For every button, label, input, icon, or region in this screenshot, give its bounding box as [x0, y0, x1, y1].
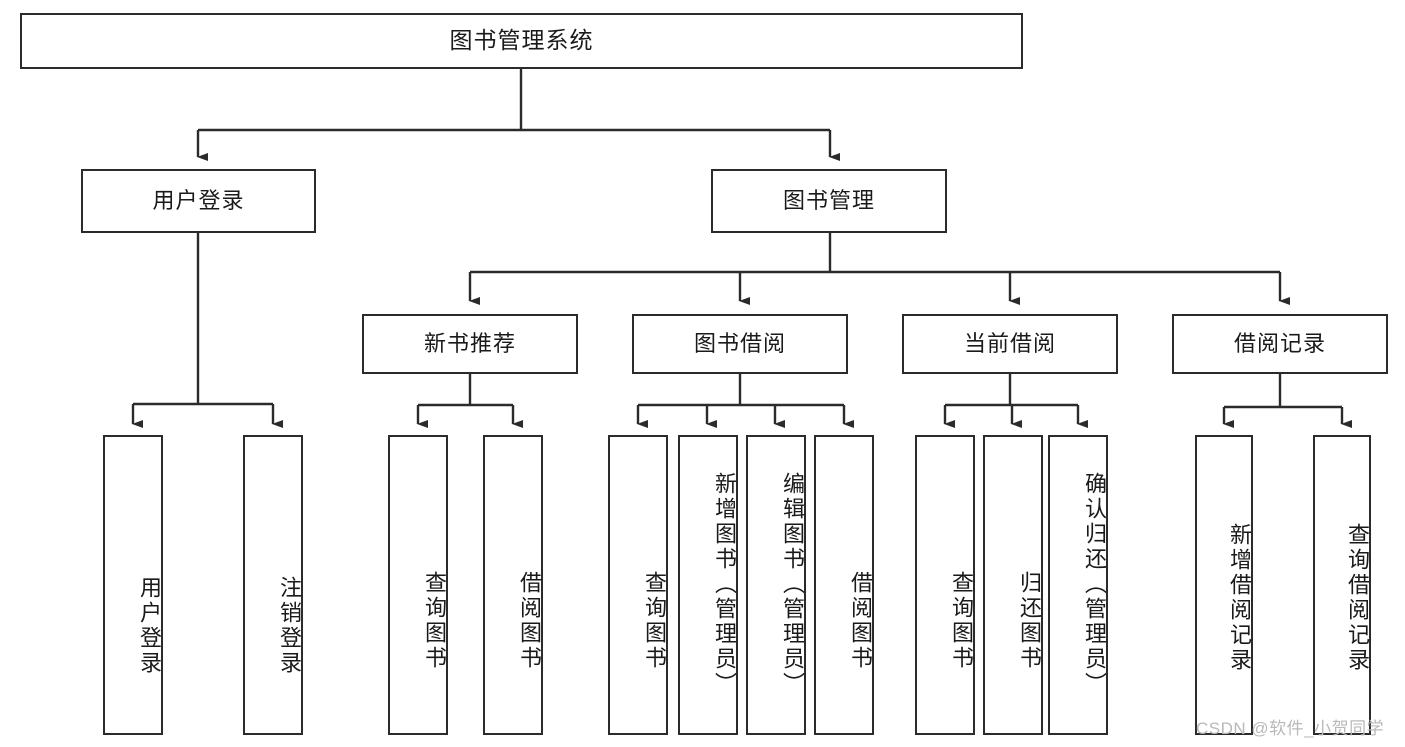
leaf-query-book-3[interactable]: 查询图书 — [915, 435, 975, 735]
node-borrow-record[interactable]: 借阅记录 — [1172, 314, 1388, 374]
leaf-edit-book[interactable]: 编辑图书（管理员） — [746, 435, 806, 735]
node-new-book-recommend[interactable]: 新书推荐 — [362, 314, 578, 374]
node-user-login[interactable]: 用户登录 — [81, 169, 316, 233]
leaf-return-book[interactable]: 归还图书 — [983, 435, 1043, 735]
csdn-watermark: CSDN @软件_小贺同学 — [1196, 719, 1385, 738]
leaf-confirm-return[interactable]: 确认归还（管理员） — [1048, 435, 1108, 735]
node-root[interactable]: 图书管理系统 — [20, 13, 1023, 69]
leaf-logout[interactable]: 注销登录 — [243, 435, 303, 735]
leaf-add-record[interactable]: 新增借阅记录 — [1195, 435, 1253, 735]
leaf-add-book[interactable]: 新增图书（管理员） — [678, 435, 738, 735]
node-current-borrow[interactable]: 当前借阅 — [902, 314, 1118, 374]
node-book-manage[interactable]: 图书管理 — [711, 169, 947, 233]
node-book-borrow[interactable]: 图书借阅 — [632, 314, 848, 374]
leaf-user-login[interactable]: 用户登录 — [103, 435, 163, 735]
leaf-borrow-book-1[interactable]: 借阅图书 — [483, 435, 543, 735]
leaf-query-record[interactable]: 查询借阅记录 — [1313, 435, 1371, 735]
leaf-query-book-1[interactable]: 查询图书 — [388, 435, 448, 735]
leaf-query-book-2[interactable]: 查询图书 — [608, 435, 668, 735]
leaf-borrow-book-2[interactable]: 借阅图书 — [814, 435, 874, 735]
